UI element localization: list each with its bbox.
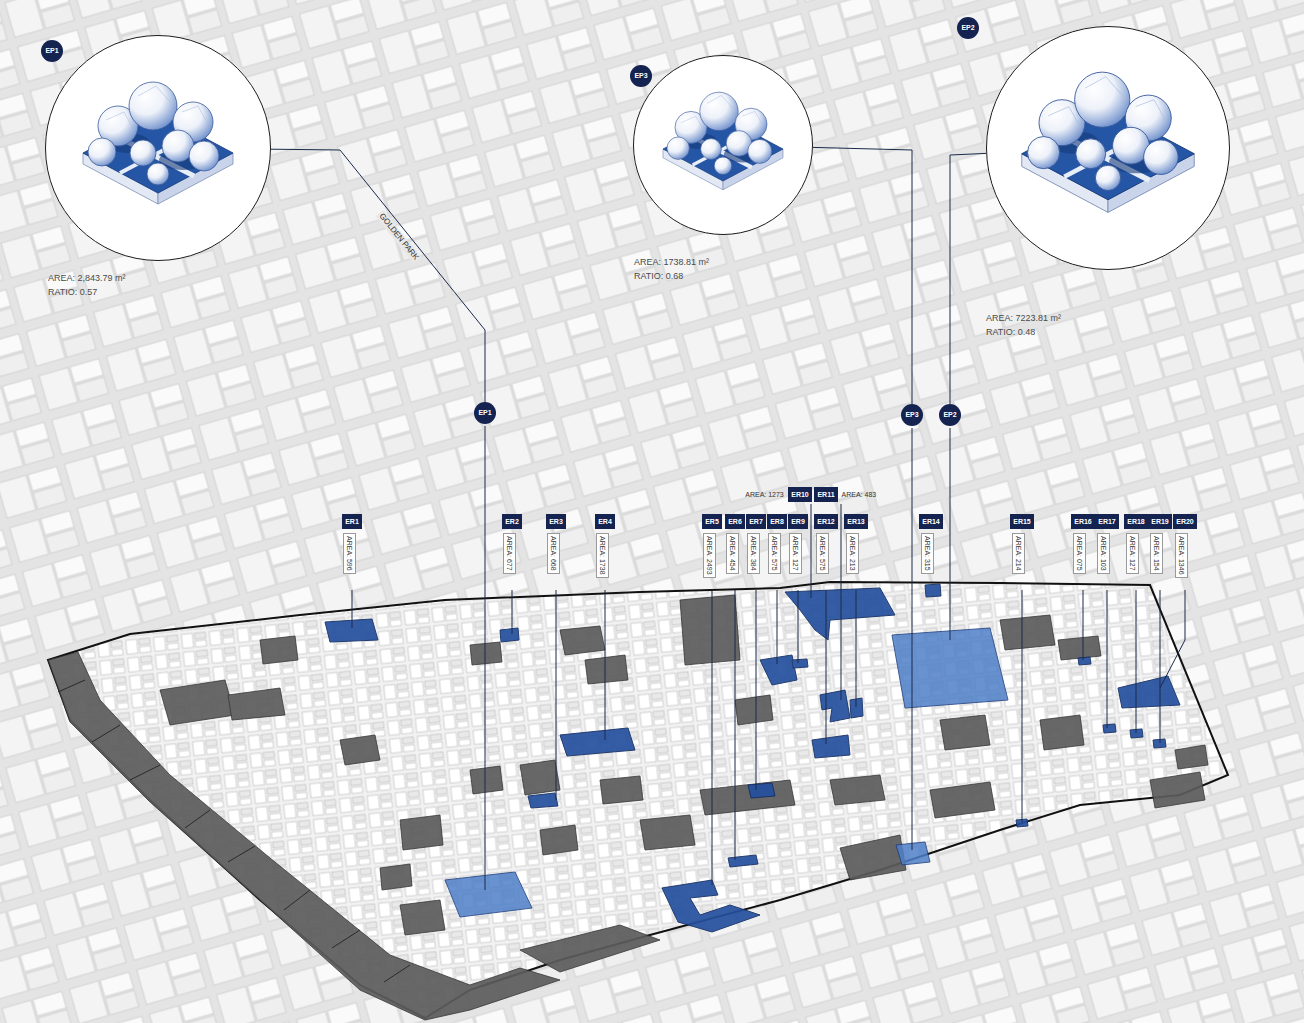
open-space-regions bbox=[445, 628, 1008, 917]
badge-label: EP1 bbox=[41, 40, 63, 62]
region-code: ER20 bbox=[1176, 518, 1194, 525]
site-badge: EP1 bbox=[41, 40, 63, 62]
area-value: AREA: 454 bbox=[726, 533, 739, 574]
badge-label: EP3 bbox=[901, 404, 923, 426]
region-tag: ER8AREA: 575 bbox=[767, 514, 787, 529]
area-value: AREA: 575 bbox=[816, 533, 829, 574]
badge-label: EP1 bbox=[474, 402, 496, 424]
area-value: AREA: 1273 bbox=[745, 490, 784, 499]
region-code: ER16 bbox=[1074, 518, 1092, 525]
edge-label: GOLDEN PARK bbox=[375, 210, 421, 264]
region-code: ER17 bbox=[1098, 518, 1116, 525]
region-tag: ER17AREA: 103 bbox=[1095, 514, 1119, 529]
area-value: AREA: 154 bbox=[1150, 533, 1163, 574]
residual-regions bbox=[325, 584, 1180, 932]
region-code: ER18 bbox=[1127, 518, 1145, 525]
region-tag: ER18AREA: 127 bbox=[1124, 514, 1148, 529]
region-code: ER10 bbox=[791, 491, 809, 498]
badge-label: EP3 bbox=[630, 65, 652, 87]
region-code: ER3 bbox=[549, 518, 563, 525]
area-ratio-text: AREA: 2,843.79 m² bbox=[48, 273, 126, 284]
badge-label: EP2 bbox=[957, 17, 979, 39]
site-badge: EP2 bbox=[939, 404, 961, 426]
site-badge: EP1 bbox=[474, 402, 496, 424]
leader-connector bbox=[813, 147, 912, 404]
region-tag: ER3AREA: 668 bbox=[546, 514, 566, 529]
region-code: ER4 bbox=[598, 518, 612, 525]
region-code: ER2 bbox=[505, 518, 519, 525]
detail-circle: AREA: 7223.81 m²RATIO: 0.48 bbox=[986, 26, 1230, 270]
region-code: ER5 bbox=[705, 518, 719, 525]
region-tag: ER4AREA: 1738 bbox=[595, 514, 615, 529]
leader-connector bbox=[271, 149, 485, 402]
region-tag: ER9AREA: 127 bbox=[788, 514, 808, 529]
area-value: AREA: 1346 bbox=[1175, 533, 1188, 578]
site-badge: EP2 bbox=[957, 17, 979, 39]
region-tag: ER16AREA: 075 bbox=[1071, 514, 1095, 529]
region-tag: ER2AREA: 677 bbox=[502, 514, 522, 529]
area-value: AREA: 315 bbox=[921, 533, 934, 574]
area-ratio-text: RATIO: 0.57 bbox=[48, 287, 97, 298]
region-tag: ER6AREA: 454 bbox=[725, 514, 745, 529]
region-code: ER8 bbox=[770, 518, 784, 525]
leader-lines bbox=[352, 426, 1185, 890]
region-tag: ER19AREA: 154 bbox=[1148, 514, 1172, 529]
area-value: AREA: 103 bbox=[1097, 533, 1110, 574]
area-value: AREA: 677 bbox=[503, 533, 516, 574]
region-code: ER11 bbox=[817, 491, 834, 498]
area-value: AREA: 214 bbox=[1012, 533, 1025, 574]
area-ratio-text: RATIO: 0.68 bbox=[634, 271, 683, 282]
region-tag: ER5AREA: 2493 bbox=[702, 514, 722, 529]
detail-circles bbox=[45, 26, 1230, 270]
area-value: AREA: 1738 bbox=[596, 533, 609, 578]
building-dividers bbox=[58, 680, 410, 982]
region-code: ER6 bbox=[728, 518, 742, 525]
area-ratio-text: RATIO: 0.48 bbox=[986, 327, 1035, 338]
region-tag: ER20AREA: 1346 bbox=[1173, 514, 1197, 529]
detail-circle: AREA: 1738.81 m²RATIO: 0.68 bbox=[633, 55, 813, 235]
region-code: ER15 bbox=[1013, 518, 1031, 525]
area-ratio-text: AREA: 7223.81 m² bbox=[986, 313, 1061, 324]
region-code: ER12 bbox=[817, 518, 835, 525]
area-value: AREA: 668 bbox=[547, 533, 560, 574]
region-tag: ER7AREA: 384 bbox=[746, 514, 766, 529]
region-code: ER14 bbox=[922, 518, 940, 525]
leader-connector bbox=[950, 153, 986, 404]
site-badge: EP3 bbox=[630, 65, 652, 87]
region-tag: ER13AREA: 213 bbox=[844, 514, 868, 529]
region-code: ER13 bbox=[847, 518, 865, 525]
region-code: ER9 bbox=[791, 518, 805, 525]
badge-label: EP2 bbox=[939, 404, 961, 426]
region-tag: ER10AREA: 1273 bbox=[788, 487, 812, 502]
area-value: AREA: 575 bbox=[768, 533, 781, 574]
site-badge: EP3 bbox=[901, 404, 923, 426]
existing-buildings bbox=[48, 595, 1208, 1020]
detail-circle: AREA: 2,843.79 m²RATIO: 0.57 bbox=[45, 35, 271, 261]
region-code: ER1 bbox=[345, 518, 359, 525]
region-tag: ER14AREA: 315 bbox=[919, 514, 943, 529]
area-value: AREA: 127 bbox=[1126, 533, 1139, 574]
region-tag: ER12AREA: 575 bbox=[814, 514, 838, 529]
region-code: ER19 bbox=[1151, 518, 1169, 525]
area-ratio-text: AREA: 1738.81 m² bbox=[634, 257, 709, 268]
site-area bbox=[48, 582, 1228, 1018]
area-value: AREA: 384 bbox=[747, 533, 760, 574]
area-value: AREA: 596 bbox=[343, 533, 356, 574]
area-value: AREA: 127 bbox=[789, 533, 802, 574]
area-value: AREA: 213 bbox=[846, 533, 859, 574]
region-tag: ER15AREA: 214 bbox=[1010, 514, 1034, 529]
region-tag: ER1AREA: 596 bbox=[342, 514, 362, 529]
area-value: AREA: 2493 bbox=[703, 533, 716, 578]
area-value: AREA: 075 bbox=[1073, 533, 1086, 574]
region-code: ER7 bbox=[749, 518, 763, 525]
region-tag: ER11AREA: 483 bbox=[814, 487, 837, 502]
area-value: AREA: 483 bbox=[842, 490, 877, 499]
